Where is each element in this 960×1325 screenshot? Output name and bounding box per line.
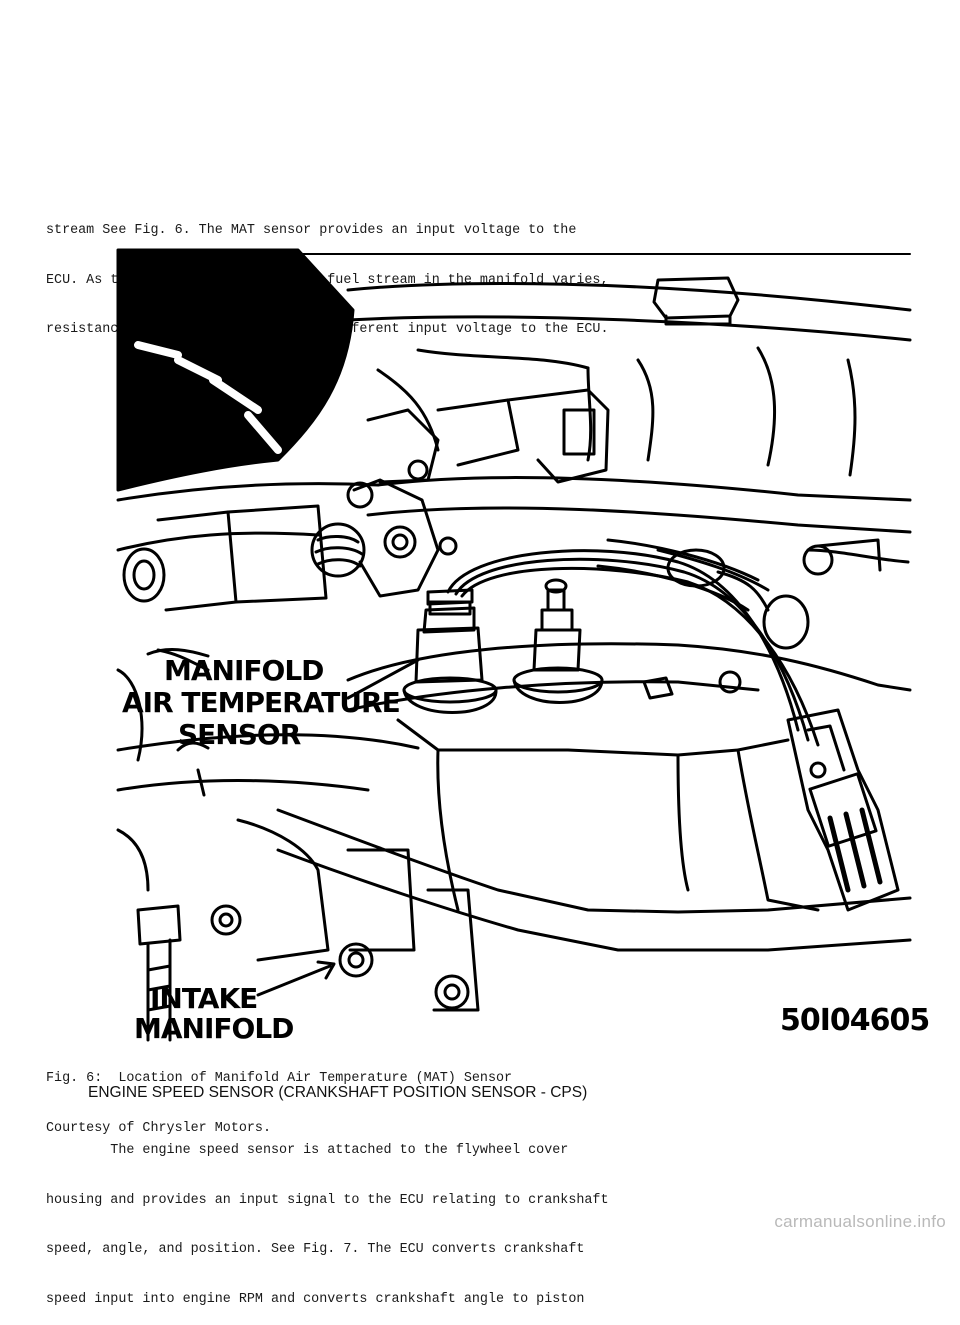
label-manifold: MANIFOLD: [164, 654, 323, 687]
figure-id: 50I04605: [780, 1003, 929, 1038]
body-line: speed input into engine RPM and converts…: [46, 1291, 585, 1307]
caption-line: Courtesy of Chrysler Motors.: [46, 1120, 271, 1136]
caption-line: Fig. 6: Location of Manifold Air Tempera…: [46, 1071, 513, 1086]
body-paragraph: The engine speed sensor is attached to t…: [46, 1110, 609, 1325]
body-line: housing and provides an input signal to …: [46, 1192, 609, 1208]
section-heading: ENGINE SPEED SENSOR (CRANKSHAFT POSITION…: [88, 1084, 588, 1101]
engine-illustration: MANIFOLD AIR TEMPERATURE SENSOR INTAKE M…: [116, 248, 930, 1045]
label-air-temperature: AIR TEMPERATURE: [122, 686, 400, 719]
label-sensor: SENSOR: [178, 718, 301, 751]
intro-line: stream See Fig. 6. The MAT sensor provid…: [46, 223, 577, 238]
label-intake: INTAKE: [150, 982, 257, 1015]
figure-mat-sensor: MANIFOLD AIR TEMPERATURE SENSOR INTAKE M…: [116, 248, 930, 1045]
watermark: carmanualsonline.info: [774, 1212, 946, 1231]
figure-caption: Fig. 6: Location of Manifold Air Tempera…: [46, 1038, 512, 1154]
label-manifold-intake: MANIFOLD: [134, 1012, 293, 1045]
body-line: The engine speed sensor is attached to t…: [46, 1143, 569, 1158]
body-line: speed, angle, and position. See Fig. 7. …: [46, 1242, 585, 1257]
